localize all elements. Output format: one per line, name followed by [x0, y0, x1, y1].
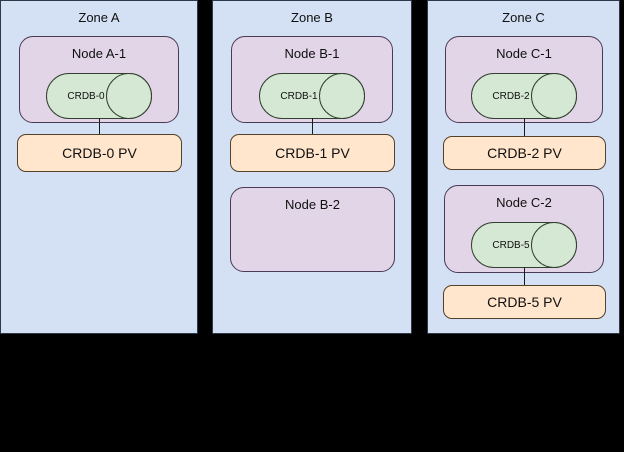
- pv-box-crdb-0-pv[interactable]: CRDB-0 PV: [17, 134, 182, 172]
- node-title-c-1: Node C-1: [496, 46, 552, 61]
- pv-box-crdb-1-pv[interactable]: CRDB-1 PV: [230, 134, 395, 172]
- connector-crdb-0-to-pv: [99, 118, 100, 135]
- zone-title-b: Zone B: [291, 10, 333, 25]
- pv-box-crdb-2-pv[interactable]: CRDB-2 PV: [443, 136, 606, 170]
- connector-crdb-1-to-pv: [312, 118, 313, 135]
- connector-crdb-5-to-pv: [524, 267, 525, 286]
- node-box-b-2[interactable]: Node B-2: [230, 187, 395, 272]
- node-title-b-2: Node B-2: [285, 197, 340, 212]
- node-title-b-1: Node B-1: [284, 46, 340, 61]
- database-cylinder-crdb-1[interactable]: CRDB-1: [259, 73, 365, 119]
- database-cylinder-crdb-5[interactable]: CRDB-5: [471, 222, 577, 268]
- database-cylinder-crdb-0[interactable]: CRDB-0: [46, 73, 152, 119]
- node-title-c-2: Node C-2: [496, 195, 552, 210]
- node-title-a-1: Node A-1: [71, 46, 127, 61]
- zone-title-a: Zone A: [78, 10, 120, 25]
- database-cylinder-crdb-2[interactable]: CRDB-2: [471, 73, 577, 119]
- zone-title-c: Zone C: [502, 10, 545, 25]
- connector-crdb-2-to-pv: [524, 118, 525, 137]
- pv-box-crdb-5-pv[interactable]: CRDB-5 PV: [443, 285, 606, 319]
